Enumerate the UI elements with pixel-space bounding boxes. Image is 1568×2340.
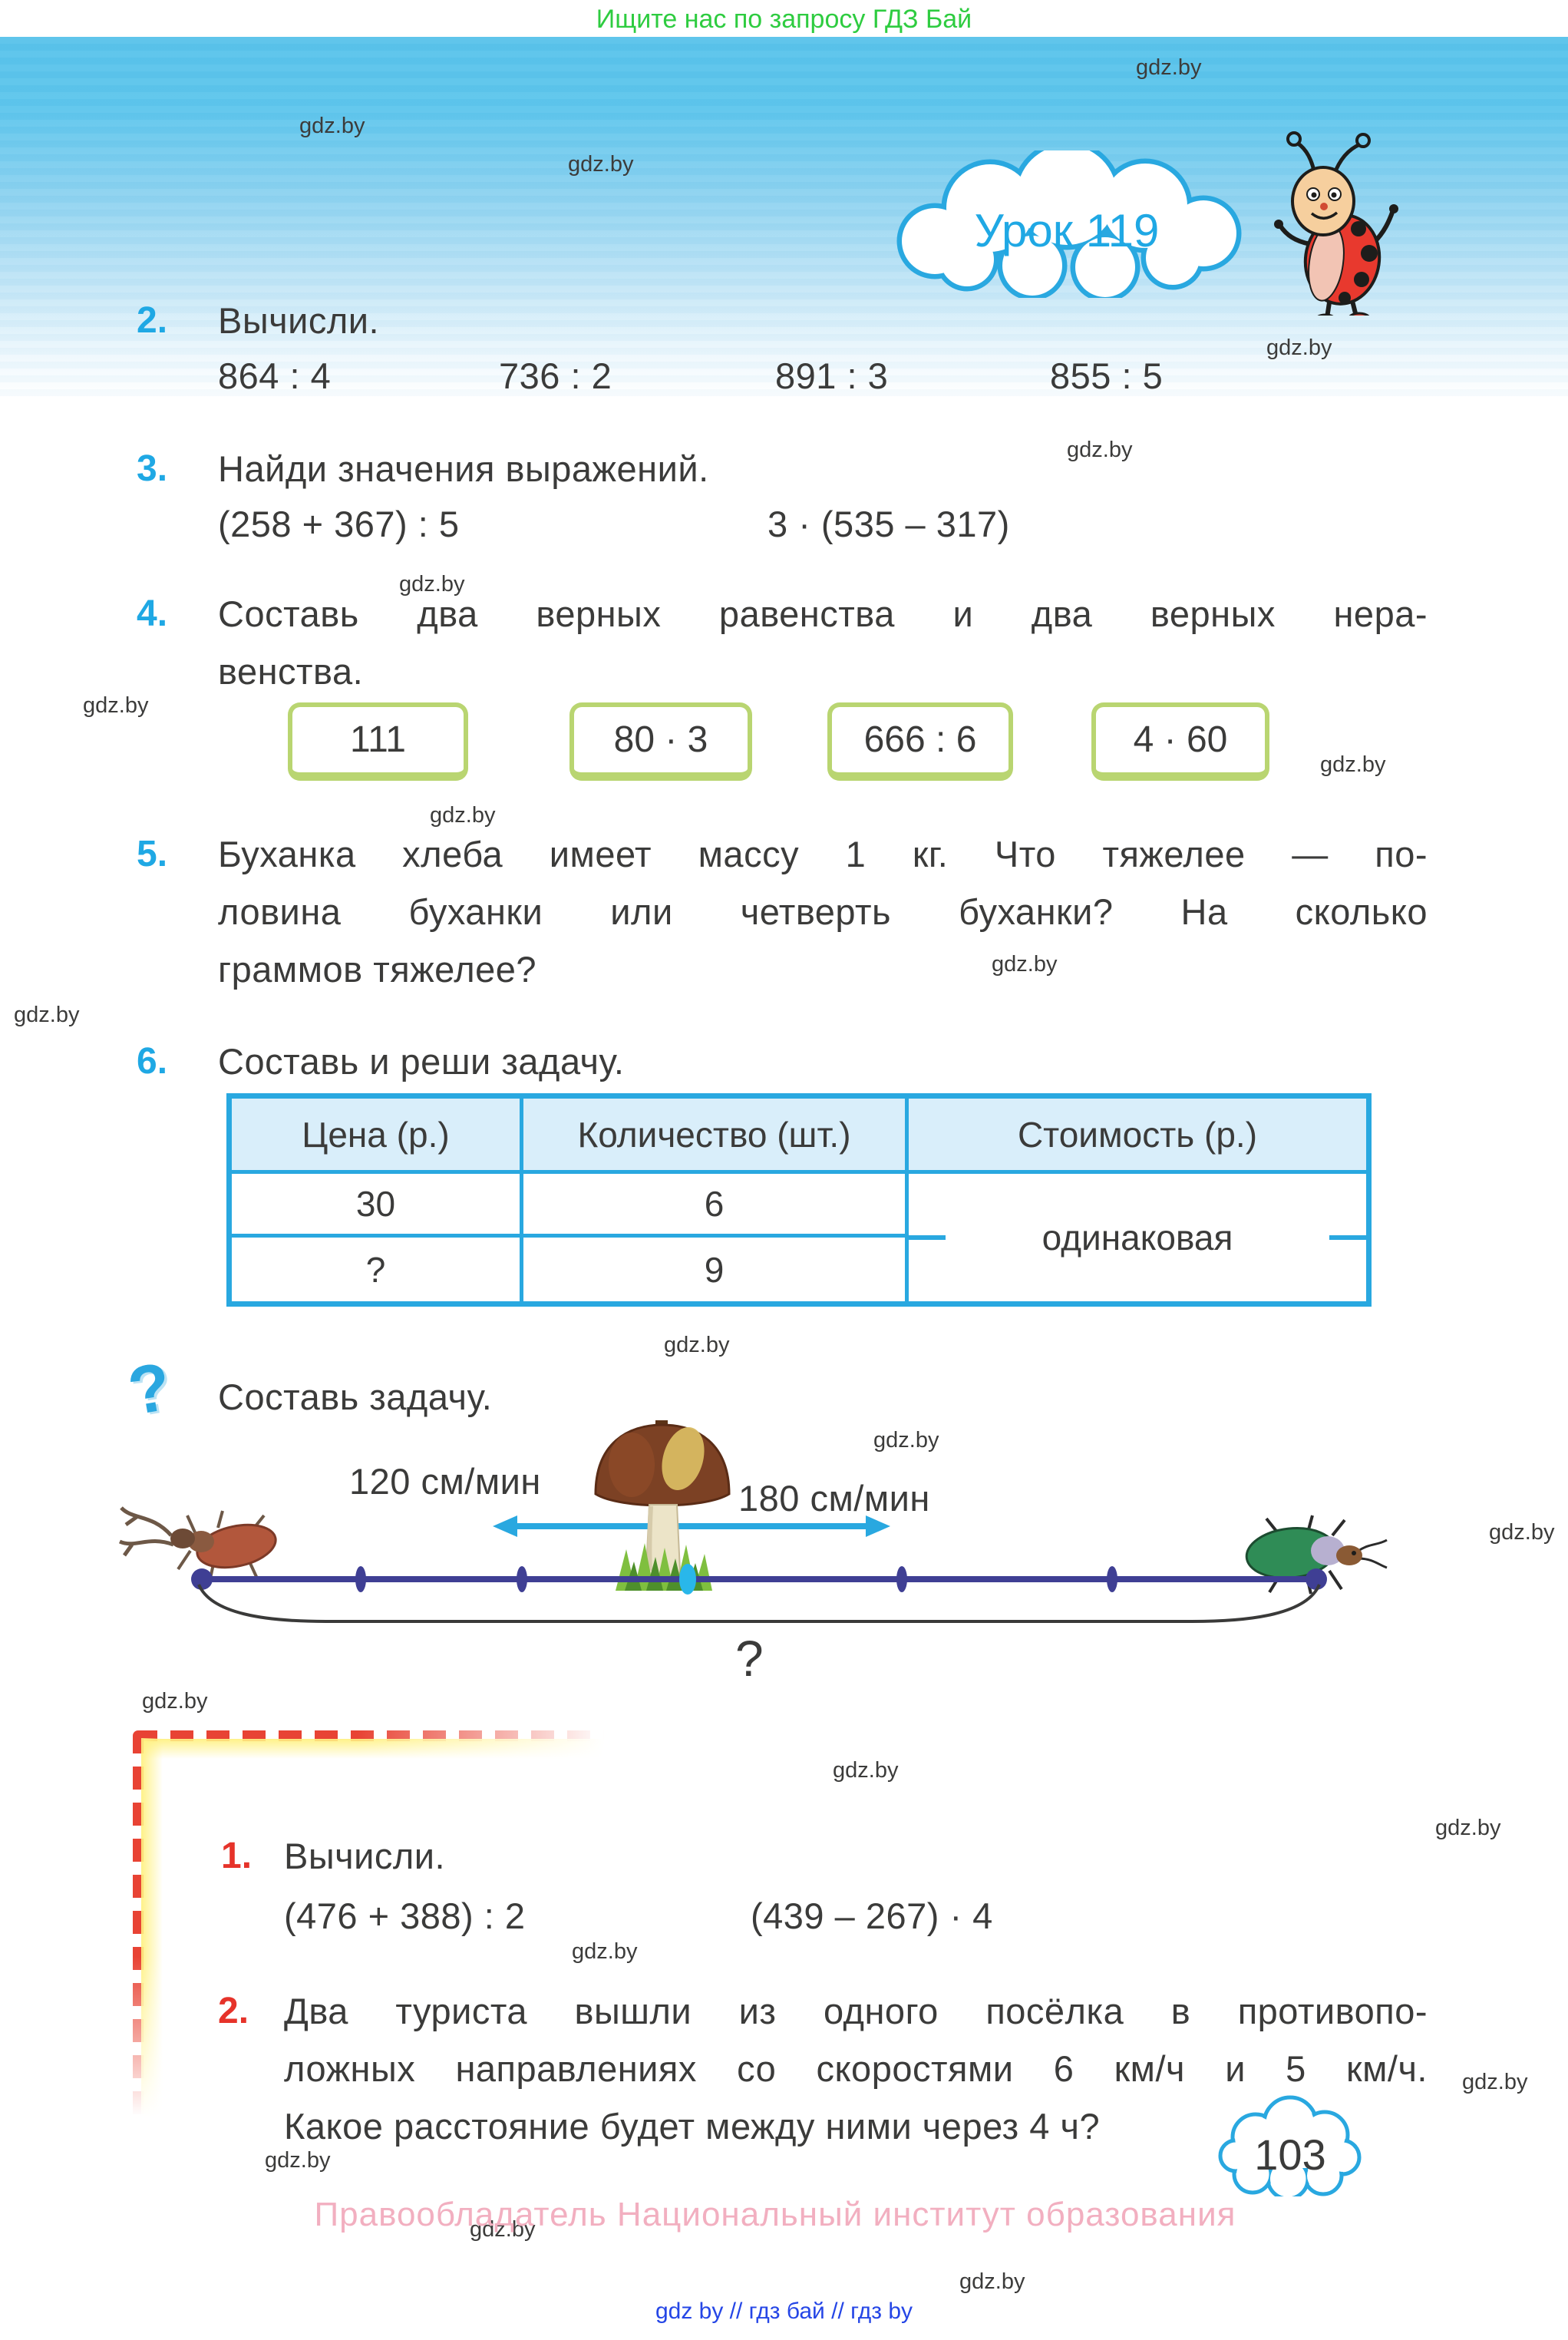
line-tick: [517, 1566, 527, 1592]
number-card: 80 · 3: [569, 702, 752, 781]
question-mark-icon: ?: [122, 1347, 177, 1429]
table-cell: 6: [523, 1174, 909, 1238]
table-header-quantity: Количество (шт.): [523, 1099, 909, 1174]
watermark: gdz.by: [572, 1939, 638, 1964]
exercise-2-item: 864 : 4: [218, 355, 332, 396]
table-cell: ?: [232, 1238, 523, 1301]
lesson-title: Урок 119: [975, 205, 1160, 256]
cloud-fill: [902, 150, 1236, 297]
watermark: gdz.by: [1462, 2070, 1528, 2094]
line-center-dot: [679, 1564, 696, 1595]
boxed-exercise-2-line: ложных направлениях со скоростями 6 км/ч…: [284, 2048, 1428, 2089]
watermark: gdz.by: [992, 952, 1058, 977]
number-card: 111: [288, 702, 468, 781]
exercise-5-line: Буханка хлеба имеет массу 1 кг. Что тяже…: [218, 834, 1428, 874]
watermark: gdz.by: [833, 1758, 899, 1783]
line-endpoint: [191, 1568, 213, 1590]
number-card: 4 · 60: [1091, 702, 1269, 781]
exercise-3-title: Найди значения выражений.: [218, 448, 709, 489]
boxed-exercise-1-number: 1.: [221, 1836, 253, 1876]
page-number-cloud: 103: [1218, 2095, 1362, 2196]
watermark: gdz.by: [1266, 335, 1332, 360]
watermark: gdz.by: [430, 803, 496, 828]
boxed-exercise-2-line: Два туриста вышли из одного посёлка в пр…: [284, 1991, 1428, 2031]
page-number: 103: [1254, 2130, 1325, 2179]
mushroom-illustration: [594, 1420, 731, 1591]
watermark: gdz.by: [83, 693, 149, 718]
exercise-4-line: Составь два верных равенства и два верны…: [218, 593, 1428, 634]
watermark: gdz.by: [14, 1003, 80, 1027]
price-table: Цена (р.) Количество (шт.) Стоимость (р.…: [226, 1093, 1372, 1307]
lesson-cloud: Урок 119: [896, 150, 1242, 298]
watermark: gdz.by: [664, 1333, 730, 1357]
boxed-exercise-1-item: (439 – 267) · 4: [751, 1895, 993, 1936]
watermark: gdz.by: [142, 1689, 208, 1714]
exercise-2-title: Вычисли.: [218, 300, 380, 341]
line-endpoint: [1306, 1568, 1327, 1590]
table-cell: 30: [232, 1174, 523, 1238]
double-arrow-icon: [493, 1515, 890, 1537]
exercise-2-item: 736 : 2: [499, 355, 612, 396]
copyright-line: Правообладатель Национальный институт об…: [314, 2196, 1236, 2233]
watermark: gdz.by: [1435, 1816, 1501, 1840]
boxed-exercise-2-line: Какое расстояние будет между ними через …: [284, 2106, 1101, 2147]
boxed-exercise-1-title: Вычисли.: [284, 1836, 446, 1876]
watermark: gdz.by: [299, 114, 365, 138]
exercise-5-number: 5.: [137, 834, 168, 874]
watermark: gdz.by: [568, 152, 634, 177]
watermark: gdz.by: [1067, 438, 1133, 462]
watermark: gdz.by: [873, 1428, 939, 1453]
exercise-3-number: 3.: [137, 448, 168, 489]
distance-number-line: [191, 1564, 1327, 1595]
total-distance-brace: [197, 1584, 1321, 1623]
boxed-exercise-2-number: 2.: [218, 1991, 249, 2031]
exercise-2-number: 2.: [137, 300, 168, 341]
exercise-2-item: 855 : 5: [1050, 355, 1164, 396]
watermark: gdz.by: [1489, 1520, 1555, 1545]
exercise-5-line: граммов тяжелее?: [218, 949, 537, 990]
watermark: gdz.by: [1320, 752, 1386, 777]
speed-label-right: 180 см/мин: [738, 1478, 930, 1519]
line-tick: [896, 1566, 907, 1592]
exercise-3-item: 3 · (535 – 317): [767, 504, 1010, 544]
ladybug-icon: [1274, 131, 1398, 316]
table-header-cost: Стоимость (р.): [909, 1099, 1366, 1174]
watermark: gdz.by: [265, 2148, 331, 2173]
promo-banner: Ищите нас по запросу ГДЗ Бай: [596, 5, 972, 34]
table-cell: 9: [523, 1238, 909, 1301]
footer-links: gdz by // гдз бай // гдз by: [655, 2299, 913, 2324]
speed-label-left: 120 см/мин: [349, 1461, 541, 1502]
number-card: 666 : 6: [827, 702, 1013, 781]
line-tick: [1107, 1566, 1117, 1592]
exercise-5-line: ловина буханки или четверть буханки? На …: [218, 891, 1428, 932]
watermark: gdz.by: [1136, 55, 1202, 80]
exercise-4-number: 4.: [137, 593, 168, 634]
boxed-exercise-1-item: (476 + 388) : 2: [284, 1895, 526, 1936]
watermark: gdz.by: [470, 2217, 536, 2242]
exercise-6-number: 6.: [137, 1041, 168, 1082]
line-tick: [355, 1566, 366, 1592]
exercise-3-item: (258 + 367) : 5: [218, 504, 460, 544]
exercise-2-item: 891 : 3: [775, 355, 889, 396]
compose-title: Составь задачу.: [218, 1377, 493, 1417]
dashed-border-top: [134, 1730, 629, 1761]
dashed-border-left: [133, 1730, 167, 2141]
beetle-right-icon: [1245, 1515, 1388, 1595]
total-question-label: ?: [735, 1630, 764, 1687]
watermark: gdz.by: [399, 572, 465, 597]
table-merged-cell: одинаковая: [909, 1174, 1366, 1301]
table-header-price: Цена (р.): [232, 1099, 523, 1174]
watermark: gdz.by: [959, 2269, 1025, 2294]
beetle-left-icon: [118, 1506, 277, 1581]
exercise-4-line: венства.: [218, 651, 364, 692]
exercise-6-title: Составь и реши задачу.: [218, 1041, 625, 1082]
